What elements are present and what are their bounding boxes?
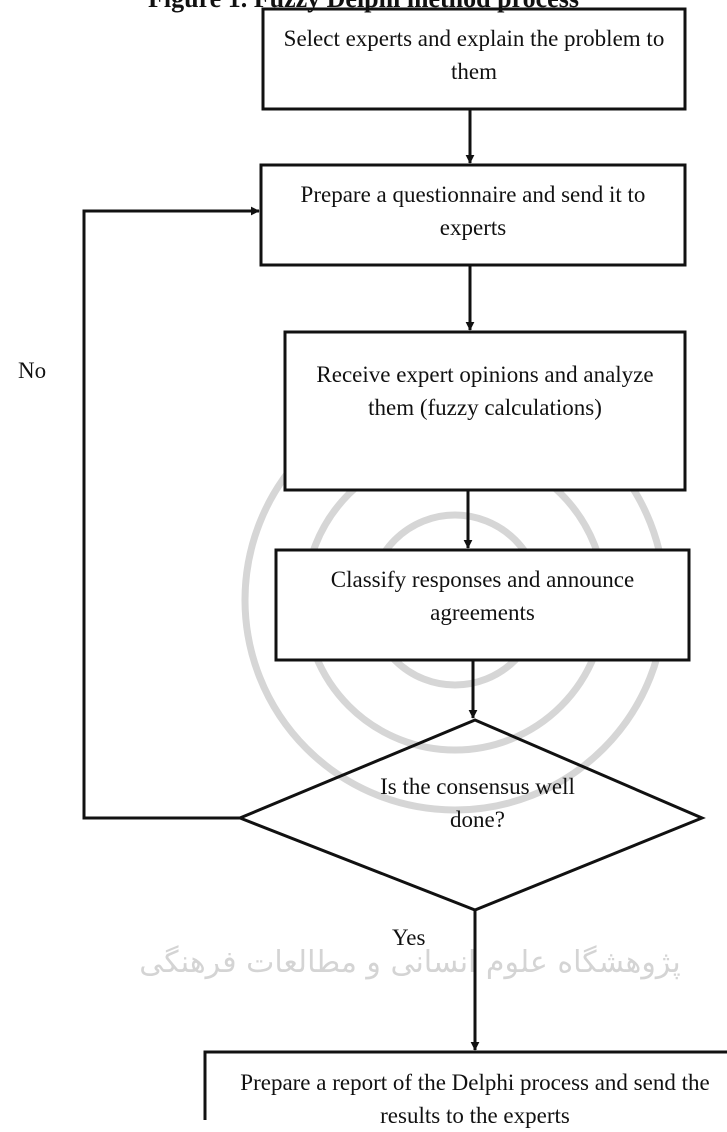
decision-text: Is the consensus well done? xyxy=(380,774,575,832)
step-box-receive-opinions xyxy=(283,330,687,492)
step-2-text: Prepare a questionnaire and send it to e… xyxy=(300,182,646,240)
step-3-text: Receive expert opinions and analyze them… xyxy=(316,362,654,420)
figure-title: Figure 1. Fuzzy Delphi method process xyxy=(0,0,727,12)
step-box-select-experts xyxy=(261,7,687,111)
step-1-text: Select experts and explain the problem t… xyxy=(283,26,665,84)
no-branch-label: No xyxy=(18,358,47,383)
step-4-text: Classify responses and announce agreemen… xyxy=(330,567,635,625)
step-box-prepare-report xyxy=(203,1050,727,1120)
arrow-no-loop-back xyxy=(82,206,260,820)
watermark-text: پژوهشگاه علوم انسانی و مطالعات فرهنگی xyxy=(139,945,681,980)
step-box-classify-responses xyxy=(274,548,691,662)
yes-branch-label: Yes xyxy=(392,925,426,950)
step-5-text: Prepare a report of the Delphi process a… xyxy=(240,1070,710,1128)
step-box-prepare-questionnaire xyxy=(259,163,687,267)
